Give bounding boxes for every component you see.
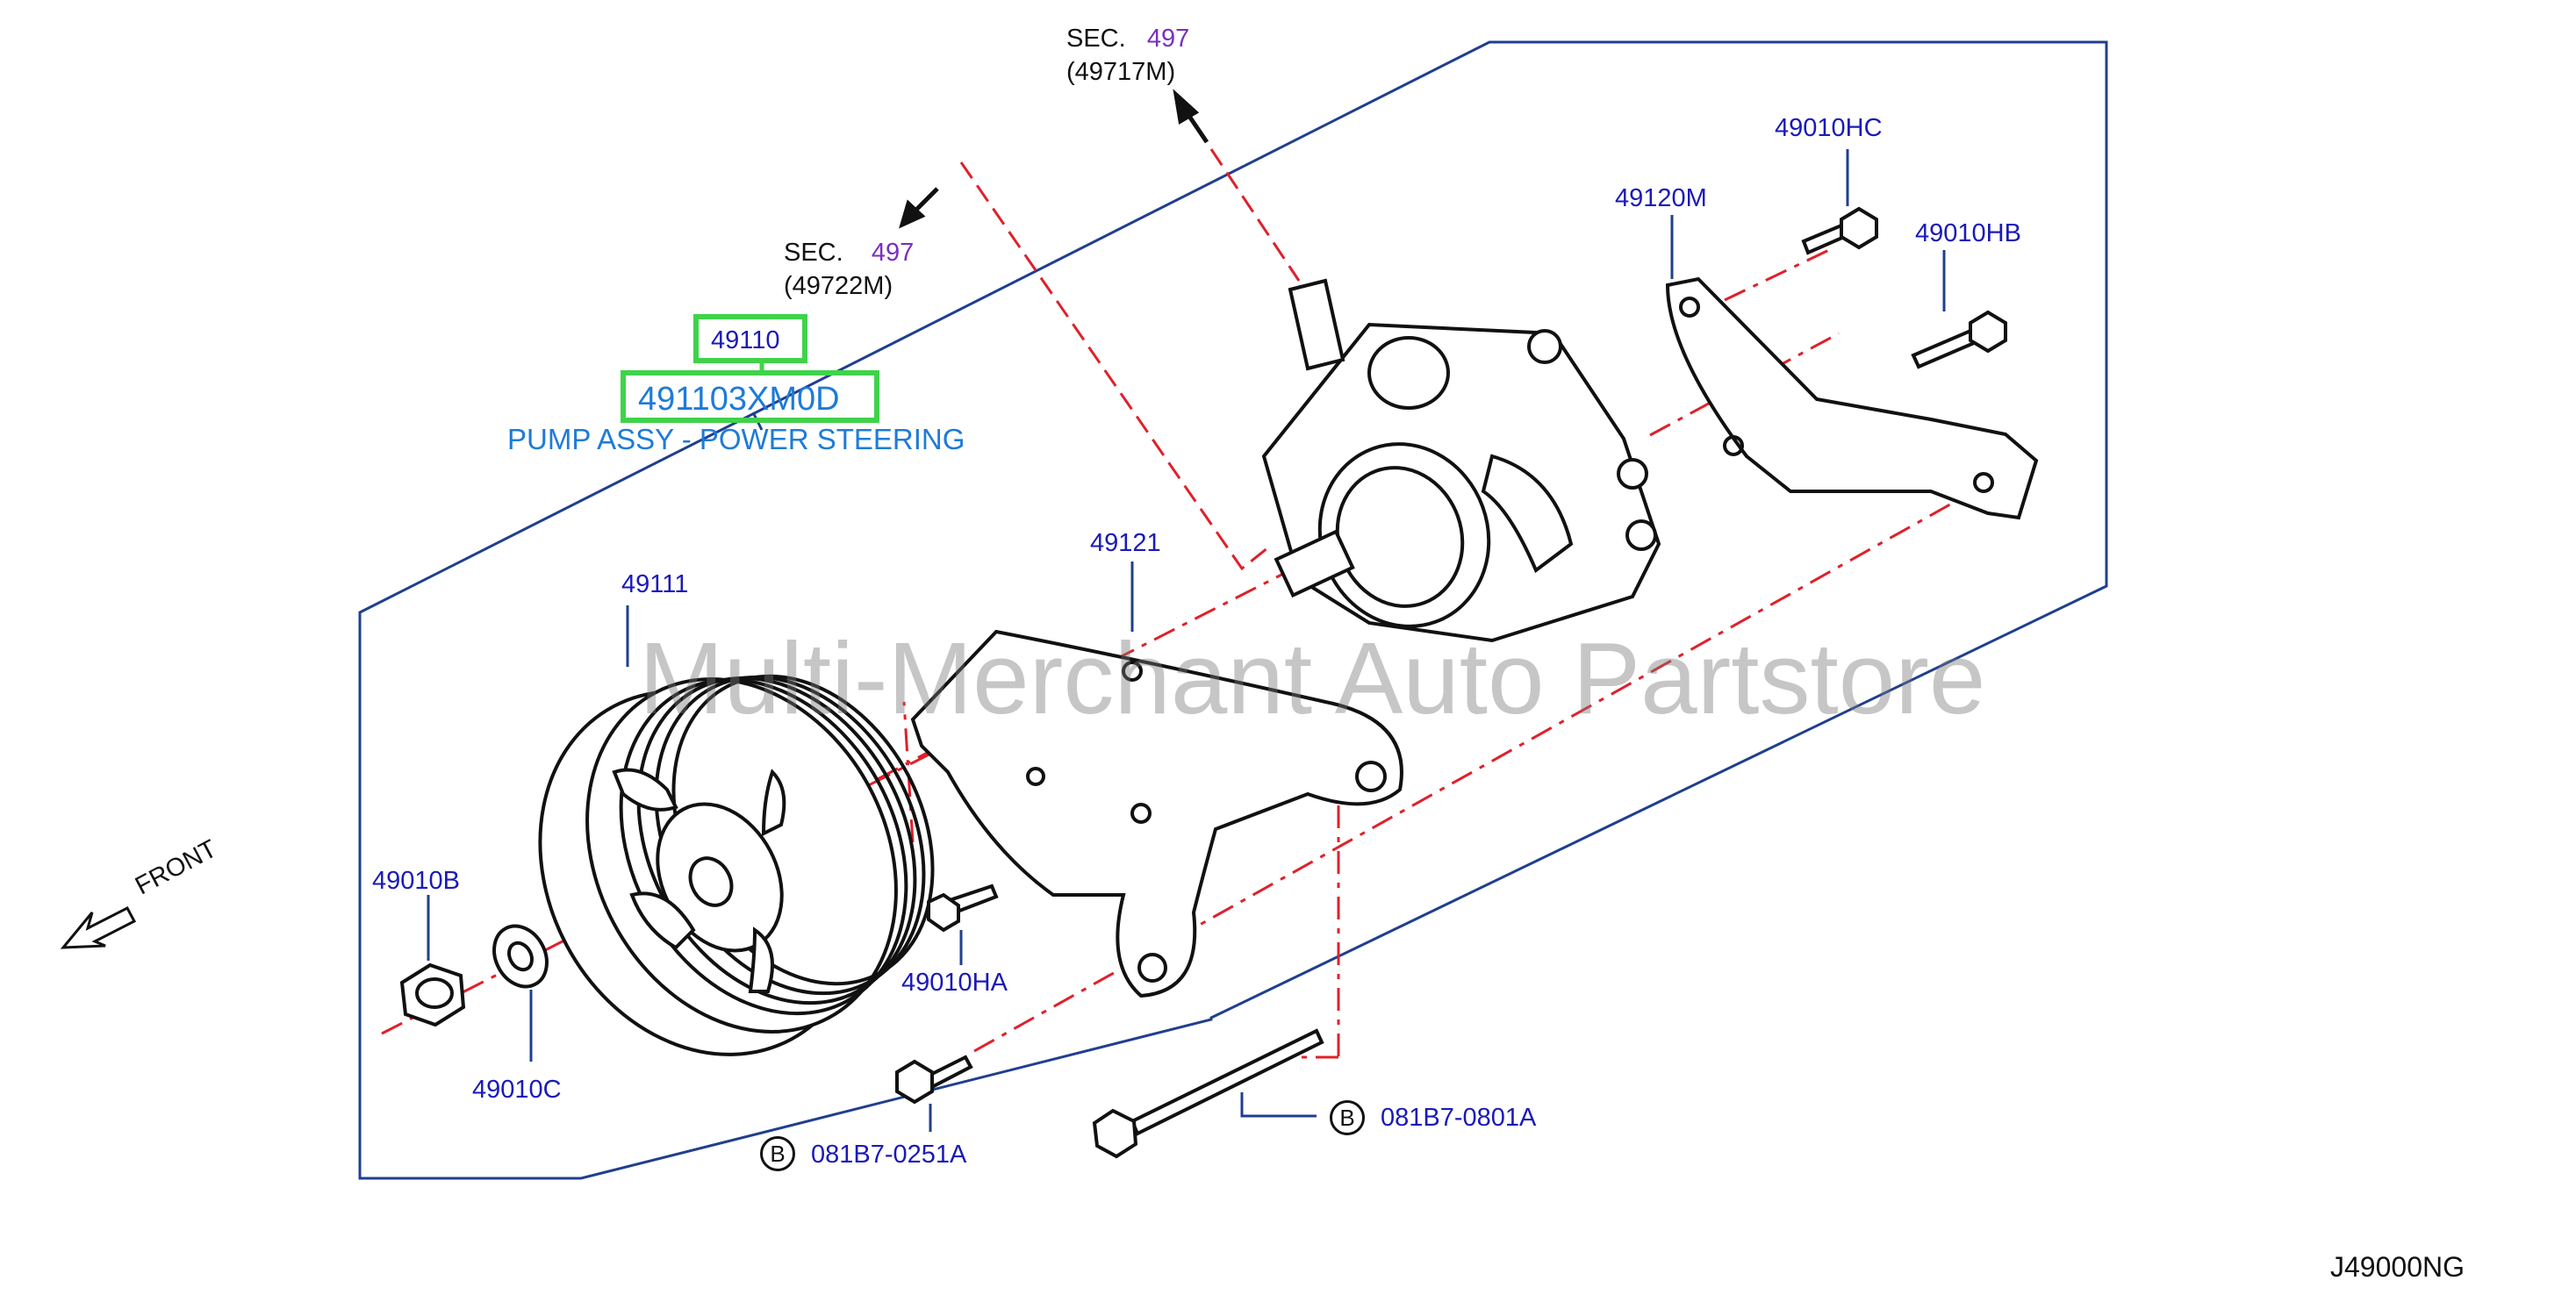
part-label-49111[interactable]: 49111 <box>621 570 689 598</box>
part-label-49010B[interactable]: 49010B <box>372 867 460 895</box>
part-description: PUMP ASSY - POWER STEERING <box>507 423 965 455</box>
section-ref-top-code: (49717M) <box>1066 58 1176 86</box>
watermark: Multi-Merchant Auto Partstore <box>639 621 1986 735</box>
section-arrows <box>899 89 1209 229</box>
section-prefix: SEC. <box>784 239 843 267</box>
bolt-symbol-b2: B <box>1330 1100 1365 1135</box>
section-number: 497 <box>871 239 915 267</box>
bracket-49120M-drawing <box>1665 276 2039 520</box>
front-arrow-icon <box>60 905 137 949</box>
part-label-49010HB[interactable]: 49010HB <box>1915 219 2021 247</box>
part-label-081B7-0251A[interactable]: 081B7-0251A <box>811 1141 967 1169</box>
part-label-49121[interactable]: 49121 <box>1090 529 1161 557</box>
section-ref-left[interactable]: SEC. 497 <box>784 240 914 266</box>
section-ref-top[interactable]: SEC. 497 <box>1066 26 1189 52</box>
part-label-081B7-0801A[interactable]: 081B7-0801A <box>1381 1104 1537 1132</box>
part-label-49120M[interactable]: 49120M <box>1615 184 1707 212</box>
highlight-part-number[interactable]: 49110 <box>693 314 807 363</box>
section-leaders <box>959 148 1301 571</box>
highlight-full-part-number[interactable]: 491103XM0D <box>621 370 879 423</box>
nut-washer-drawing <box>399 924 549 1027</box>
bracket-49121-drawing <box>910 629 1403 998</box>
part-label-49010C[interactable]: 49010C <box>472 1076 562 1104</box>
full-part-number: 491103XM0D <box>638 381 840 418</box>
pump-drawing <box>1261 278 1661 643</box>
diagram-code: J49000NG <box>2330 1251 2465 1283</box>
section-number: 497 <box>1146 25 1190 53</box>
assembly-frame <box>358 40 2108 1180</box>
section-prefix: SEC. <box>1066 25 1126 53</box>
part-label-49010HA[interactable]: 49010HA <box>901 969 1008 997</box>
bolt-symbol-b1: B <box>760 1136 795 1171</box>
part-number-49110: 49110 <box>711 326 780 354</box>
pulley-drawing <box>538 674 935 1056</box>
leader-lines <box>427 149 1946 1132</box>
part-label-49010HC[interactable]: 49010HC <box>1775 114 1883 142</box>
bolts-drawing <box>895 206 2007 1159</box>
section-ref-left-code: (49722M) <box>784 272 893 300</box>
